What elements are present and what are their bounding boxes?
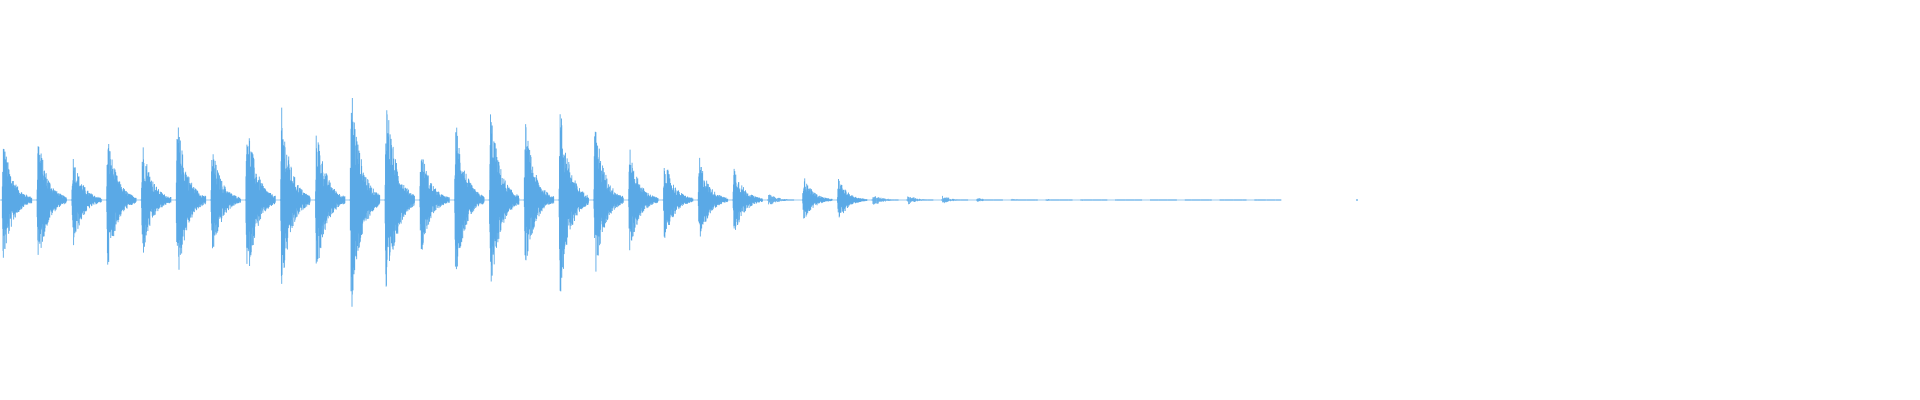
waveform-burst (1, 148, 33, 258)
waveform-burst (523, 124, 555, 261)
waveform-burst (801, 178, 833, 219)
waveform-burst (105, 144, 137, 265)
waveform-burst (662, 168, 694, 238)
waveform-burst (871, 196, 899, 205)
waveform-burst (1219, 199, 1247, 201)
waveform-burst (1150, 199, 1177, 201)
waveform-burst (314, 135, 346, 264)
waveform-burst (140, 147, 172, 253)
waveform-burst (175, 127, 207, 270)
waveform-burst (71, 158, 102, 246)
waveform-burst (941, 195, 969, 204)
waveform-burst (732, 168, 763, 230)
waveform-burst (349, 97, 381, 307)
waveform-burst (976, 197, 1003, 202)
waveform-burst (906, 196, 934, 205)
waveform-burst (453, 127, 485, 270)
waveform-burst (36, 146, 67, 255)
waveform-burst (627, 149, 659, 251)
waveform-tail-dot (1356, 199, 1358, 201)
waveform-burst (836, 179, 868, 218)
waveform-burst (593, 131, 624, 272)
waveform-burst (279, 107, 311, 284)
waveform-burst (1010, 198, 1038, 201)
waveform-burst (1254, 199, 1282, 201)
waveform-burst (767, 194, 795, 205)
waveform-burst (419, 159, 450, 250)
waveform-bursts (1, 97, 1282, 307)
waveform-burst (245, 138, 276, 266)
waveform-burst (697, 157, 729, 237)
waveform-burst (1080, 199, 1108, 201)
waveform-burst (1045, 199, 1073, 201)
waveform-burst (210, 154, 241, 249)
waveform-burst (488, 114, 520, 282)
waveform-burst (1184, 199, 1212, 201)
waveform-burst (384, 110, 415, 287)
waveform-burst (1115, 199, 1143, 201)
waveform-burst (558, 114, 589, 292)
